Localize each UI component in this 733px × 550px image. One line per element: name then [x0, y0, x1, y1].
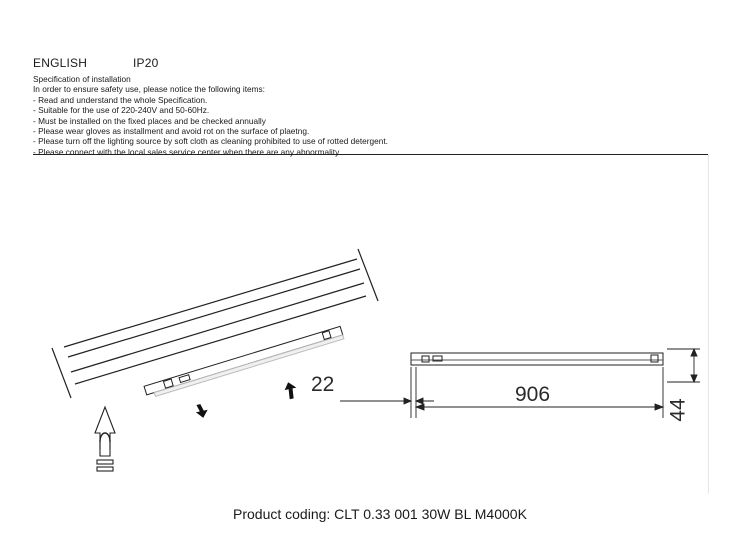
spec-item: - Read and understand the whole Specific…: [33, 94, 208, 105]
light-fixture-side: [410, 352, 664, 366]
product-coding: Product coding: CLT 0.33 001 30W BL M400…: [233, 506, 527, 522]
spec-item: - Suitable for the use of 220-240V and 5…: [33, 105, 210, 116]
dimension-gap-label: 22: [311, 373, 335, 396]
spec-item: - Please wear gloves as installment and …: [33, 126, 310, 137]
dimension-length-label: 906: [515, 383, 551, 406]
divider-vertical: [708, 154, 709, 494]
up-arrow-icon: [94, 405, 116, 472]
spec-item: - Please connect with the local sales se…: [33, 146, 341, 157]
spec-item: - Please turn off the lighting source by…: [33, 136, 388, 147]
spec-intro: In order to ensure safety use, please no…: [33, 84, 265, 95]
arrow-icon: [284, 382, 297, 400]
arrow-icon: [195, 404, 208, 418]
track-rail: [51, 248, 379, 399]
spec-item: - Must be installed on the fixed places …: [33, 115, 266, 126]
spec-title: Specification of installation: [33, 74, 131, 84]
divider: [33, 154, 709, 155]
dimension-lines: [340, 347, 700, 418]
magnet-icon: [99, 432, 111, 443]
language-label: ENGLISH: [33, 56, 88, 70]
dimension-height-label: 44: [666, 398, 690, 422]
specification-block: Specification of installation In order t…: [33, 74, 388, 157]
light-fixture-angled: [143, 325, 345, 397]
ip-rating-label: IP20: [133, 56, 159, 70]
